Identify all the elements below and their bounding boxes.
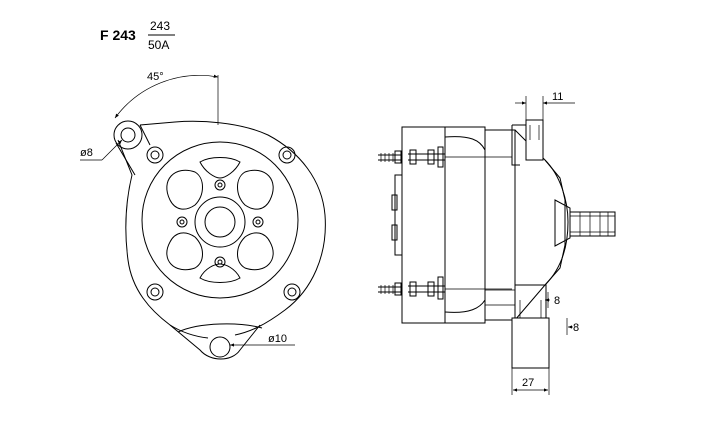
side-view: 11 8 8 27 (378, 91, 616, 395)
angle-label: 45° (147, 71, 164, 83)
angle-arc (114, 74, 219, 119)
model-label: F 243 (100, 27, 136, 43)
upper-gap-label: 8 (554, 295, 560, 307)
fraction-numerator: 243 (150, 19, 170, 33)
bottom-hole-diameter-label: ø10 (268, 333, 287, 345)
hub-inner (204, 206, 236, 238)
front-bolts (146, 146, 301, 301)
upper-terminal (378, 146, 512, 168)
top-hole-diameter-label: ø8 (80, 147, 93, 159)
hub-screws (176, 179, 264, 268)
bottom-foot (511, 317, 550, 369)
cooling-windows (166, 157, 274, 283)
top-ear-hole (120, 127, 136, 143)
front-view: 45° ø8 ø10 (80, 71, 326, 360)
lower-terminal (378, 276, 512, 300)
front-inner-ring (141, 141, 299, 299)
top-lug (525, 119, 544, 161)
foot-width-label: 27 (522, 377, 534, 389)
top-slot-width-label: 11 (552, 91, 563, 103)
title-block: F 243 243 50A (100, 19, 175, 52)
fraction-denominator: 50A (148, 38, 169, 52)
bottom-ear-hole (209, 336, 231, 358)
front-housing-outline (117, 120, 326, 339)
hub-outer (194, 196, 246, 248)
shaft (569, 211, 616, 237)
side-body (444, 126, 486, 324)
lower-gap-label: 8 (573, 322, 579, 334)
bottom-ear-outline (169, 324, 261, 360)
top-ear-outer (113, 120, 143, 150)
rear-cover (401, 126, 446, 324)
